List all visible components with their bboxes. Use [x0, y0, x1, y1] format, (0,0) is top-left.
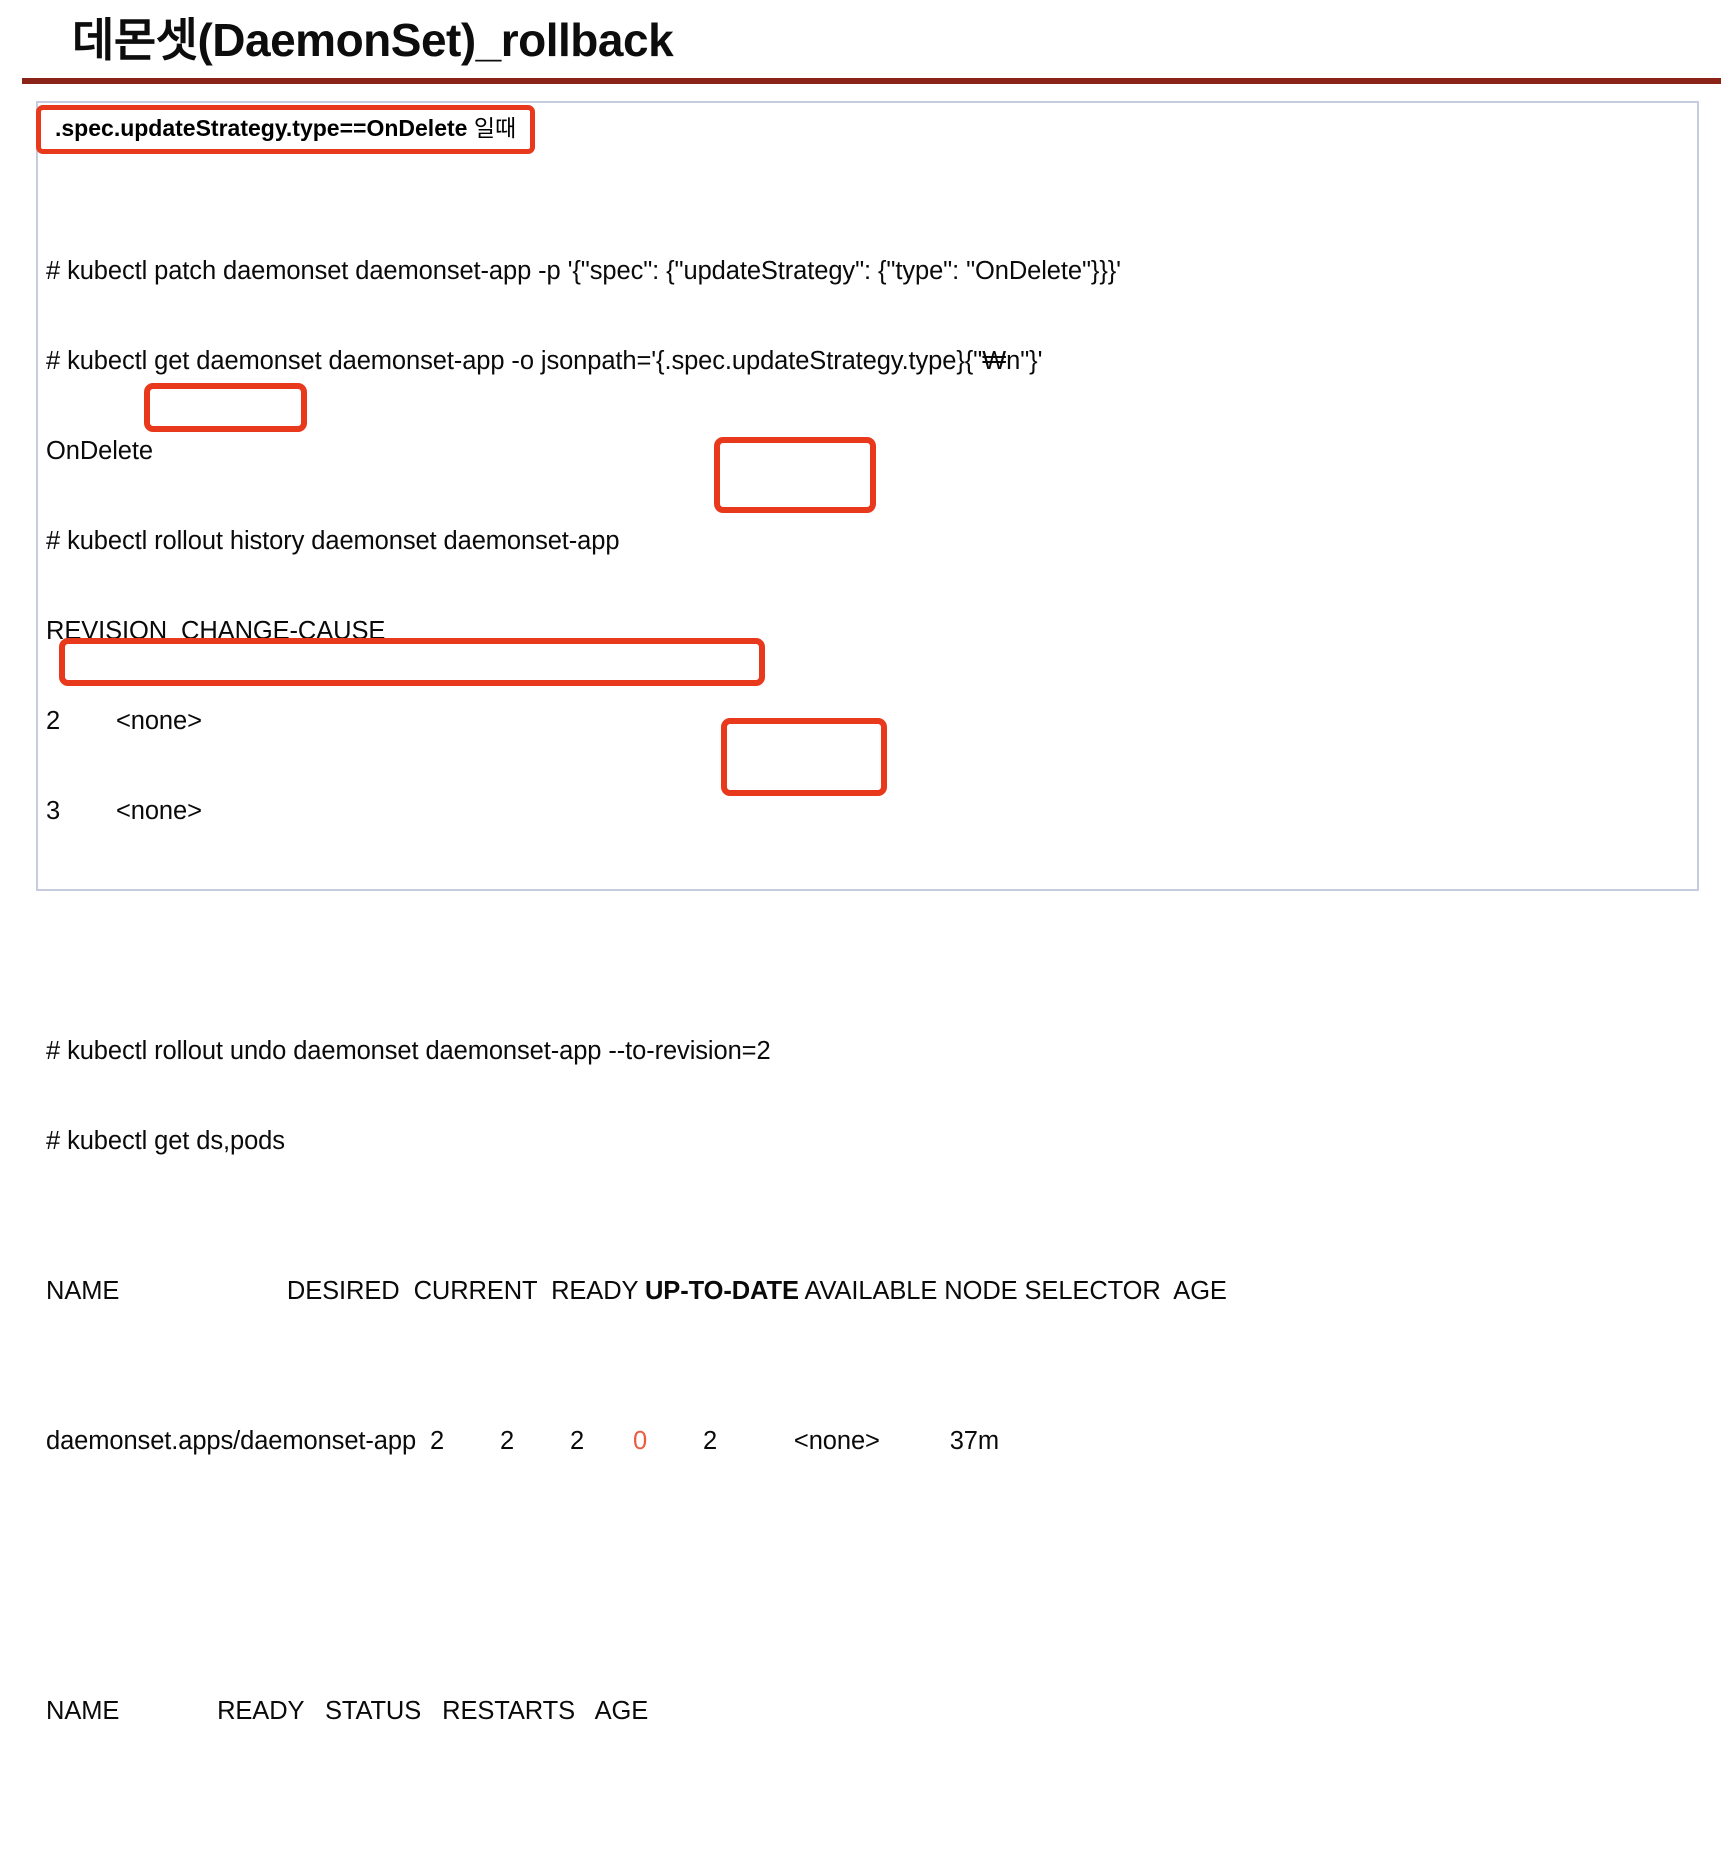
ds-cell-desired: 2 — [430, 1427, 445, 1455]
console-line-get-ds-pods-1: # kubectl get ds,pods — [46, 1127, 285, 1155]
pod-cell-name: pod/daemonset-app-2qr5l — [46, 1847, 336, 1850]
ds-header-ready: READY — [551, 1277, 638, 1305]
newline-glyph: ₩n — [982, 347, 1021, 375]
console-line-revision-2: 2 <none> — [46, 707, 202, 735]
pod-cell-status: Running — [413, 1847, 507, 1850]
callout-code-text: .spec.updateStrategy.type==OnDelete — [55, 115, 468, 141]
ds-header-current: CURRENT — [413, 1277, 538, 1305]
console-blank-1 — [46, 916, 1646, 946]
ds-header-desired: DESIRED — [286, 1277, 400, 1305]
content-frame — [36, 101, 1699, 891]
pods-header-ready: READY — [217, 1697, 304, 1725]
pods-table-row: pod/daemonset-app-2qr5l 1/1 Running 0 8m… — [46, 1846, 1646, 1850]
ds-cell-available: 2 — [702, 1427, 718, 1455]
console-line-rollout-undo: # kubectl rollout undo daemonset daemons… — [46, 1037, 771, 1065]
ds-cell-up-to-date: 0 — [633, 1427, 648, 1455]
console-line-ondelete-output: OnDelete — [46, 437, 153, 465]
pods-header-status: STATUS — [324, 1697, 422, 1725]
ds-header-name: NAME — [46, 1277, 120, 1305]
console-line-jsonpath: # kubectl get daemonset daemonset-app -o… — [46, 347, 1043, 375]
ds-table-1-header-row: NAME DESIRED CURRENT READY UP-TO-DATE AV… — [46, 1276, 1646, 1306]
ds-cell-ready: 2 — [570, 1427, 585, 1455]
console-line-rollout-history: # kubectl rollout history daemonset daem… — [46, 527, 620, 555]
ds-table-1-row: daemonset.apps/daemonset-app 2 2 2 0 2 <… — [46, 1426, 1646, 1456]
console-output: # kubectl patch daemonset daemonset-app … — [46, 166, 1646, 1850]
ds-header-age: AGE — [1173, 1277, 1227, 1305]
pod-cell-ready: 1/1 — [350, 1847, 385, 1850]
ds-cell-name: daemonset.apps/daemonset-app — [46, 1427, 417, 1455]
console-line-revision-header: REVISION CHANGE-CAUSE — [46, 617, 386, 645]
pods-header-age: AGE — [594, 1697, 649, 1725]
pods-header-name: NAME — [46, 1697, 120, 1725]
pod-cell-restarts: 0 — [521, 1847, 535, 1850]
ds-cell-node-selector: <none> — [793, 1427, 880, 1455]
callout-korean-suffix: 일때 — [467, 115, 517, 141]
ds-header-up-to-date: UP-TO-DATE — [644, 1277, 799, 1305]
ds-header-available: AVAILABLE — [804, 1277, 938, 1305]
console-line-patch: # kubectl patch daemonset daemonset-app … — [46, 257, 1121, 285]
ds-cell-current: 2 — [500, 1427, 515, 1455]
console-line-revision-3: 3 <none> — [46, 797, 202, 825]
pods-table-header-row: NAME READY STATUS RESTARTS AGE — [46, 1696, 1646, 1726]
console-blank-2 — [46, 1546, 1646, 1576]
pods-header-restarts: RESTARTS — [442, 1697, 576, 1725]
title-underline-rule — [22, 78, 1721, 84]
ds-header-node-selector: NODE SELECTOR — [944, 1277, 1161, 1305]
ds-cell-age: 37m — [949, 1427, 1000, 1455]
pod-cell-age: 8m47s — [577, 1847, 653, 1850]
page-title: 데몬셋(DaemonSet)_rollback — [72, 14, 674, 66]
callout-update-strategy: .spec.updateStrategy.type==OnDelete 일때 — [36, 105, 536, 155]
